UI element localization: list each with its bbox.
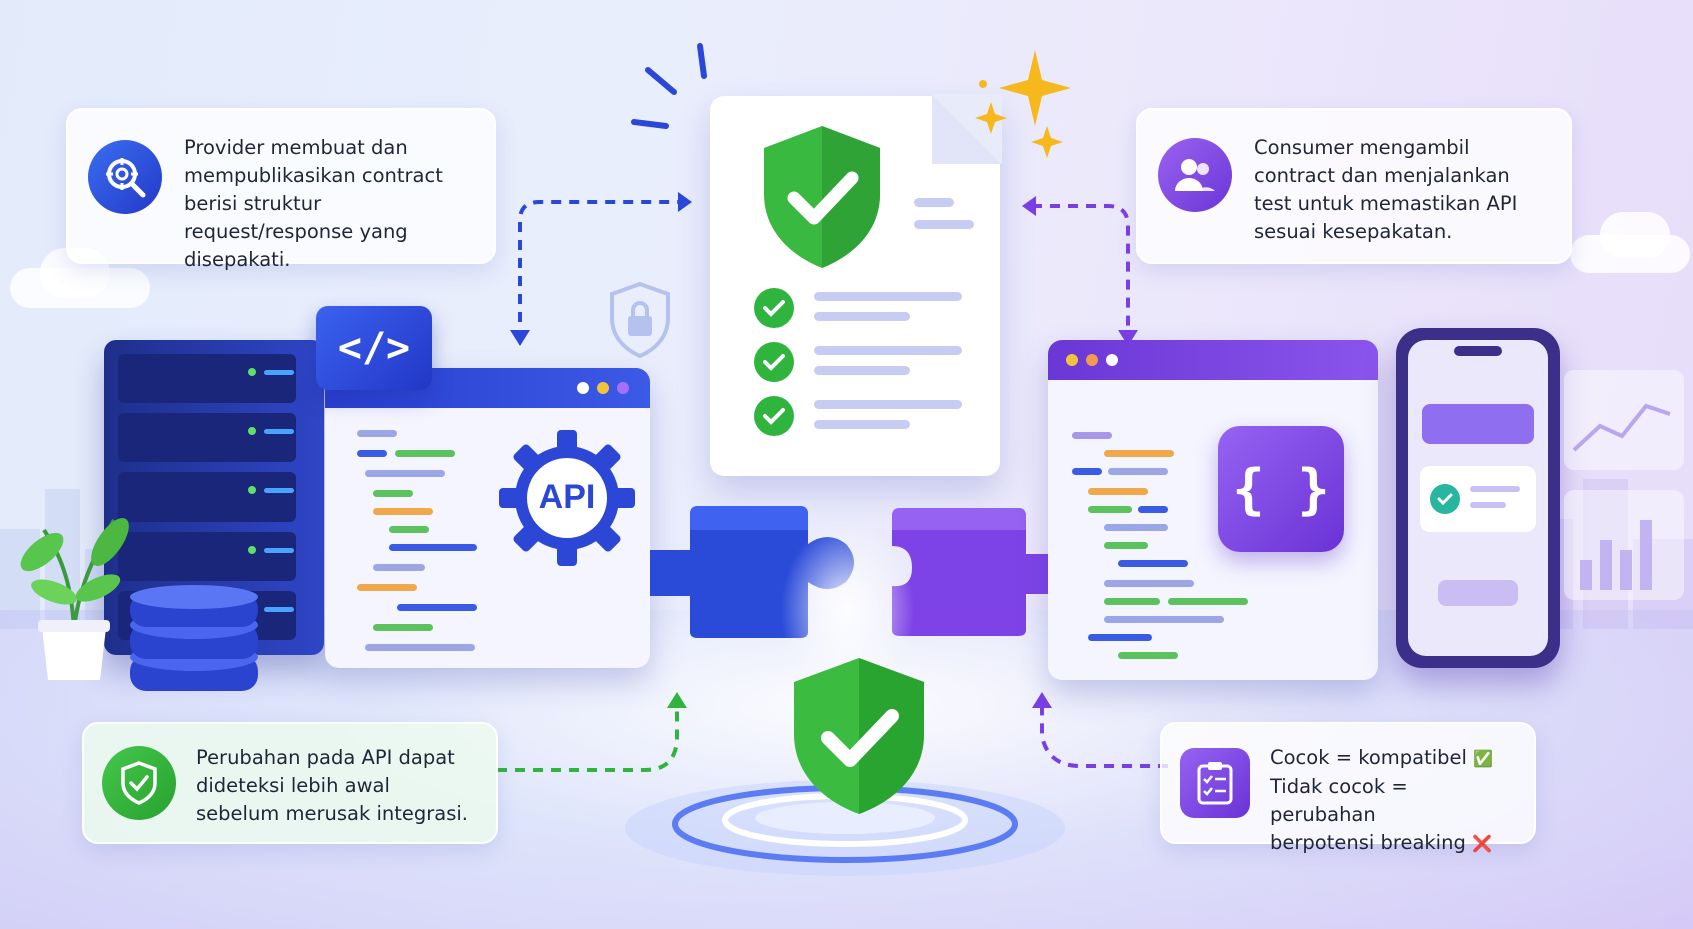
result-incompatible: Tidak cocok = perubahan [1270, 775, 1408, 826]
doc-line [814, 420, 910, 429]
code-line [373, 508, 433, 515]
users-icon [1158, 138, 1232, 212]
code-line [1108, 468, 1168, 475]
code-line [1088, 488, 1148, 495]
code-line [1072, 468, 1102, 475]
code-line [395, 450, 455, 457]
check-icon [754, 396, 794, 436]
phone-screen [1408, 340, 1548, 656]
page-fold-corner [932, 94, 1002, 164]
server-unit [118, 472, 296, 522]
code-line [1088, 506, 1132, 513]
database-icon [130, 585, 258, 691]
burst-lines-icon [631, 43, 707, 129]
code-line [1118, 560, 1188, 567]
api-gear: API [497, 428, 637, 568]
window-dot [1086, 354, 1098, 366]
match-emoji: ✅ [1473, 749, 1494, 768]
check-icon [1430, 484, 1460, 514]
code-line [1104, 598, 1160, 605]
server-unit [118, 531, 296, 581]
consumer-card: Consumer mengambil contract dan menjalan… [1136, 108, 1572, 264]
code-line [1104, 524, 1168, 531]
arrow-result [1032, 692, 1168, 768]
consumer-description: Consumer mengambil contract dan menjalan… [1254, 136, 1518, 243]
window-dot [1066, 354, 1078, 366]
code-line [1118, 652, 1178, 659]
mobile-phone [1396, 328, 1560, 668]
window-dot [1106, 354, 1118, 366]
code-line [389, 526, 429, 533]
phone-button [1438, 580, 1518, 606]
doc-line [814, 366, 910, 375]
code-line [365, 470, 445, 477]
code-line [397, 604, 477, 611]
code-line [357, 584, 417, 591]
early-detection-description: Perubahan pada API dapat dideteksi lebih… [196, 746, 469, 825]
result-text: Cocok = kompatibel ✅ Tidak cocok = perub… [1270, 744, 1516, 858]
server-unit [118, 354, 296, 404]
code-line [1168, 598, 1248, 605]
phone-banner [1422, 404, 1534, 444]
braces-icon: { } [1218, 426, 1344, 552]
glowing-platform [625, 780, 1065, 876]
code-line [1088, 634, 1152, 641]
chart-widgets [1564, 370, 1684, 600]
arrow-provider-to-contract [510, 192, 692, 346]
doc-line [914, 220, 974, 229]
search-target-icon [88, 140, 162, 214]
cloud-right-puff [1600, 212, 1670, 258]
check-icon [754, 342, 794, 382]
consumer-code-window: { } [1048, 340, 1378, 680]
code-line [1072, 432, 1112, 439]
doc-line [814, 346, 962, 355]
doc-line [814, 312, 910, 321]
lock-shield-icon [610, 281, 670, 359]
code-line [1104, 616, 1224, 623]
window-dot [617, 382, 629, 394]
code-line [389, 544, 477, 551]
mismatch-emoji: ❌ [1472, 834, 1492, 853]
code-line [1104, 450, 1174, 457]
phone-card [1420, 466, 1536, 532]
provider-description: Provider membuat dan mempublikasikan con… [184, 136, 443, 271]
puzzle-piece-consumer [892, 508, 1086, 636]
code-line [1104, 580, 1194, 587]
provider-code-window: API [325, 368, 650, 668]
code-tag-icon: </> [316, 306, 432, 390]
code-line [1104, 542, 1148, 549]
window-titlebar [1048, 340, 1378, 380]
doc-line [814, 400, 962, 409]
api-label: API [538, 478, 596, 516]
result-card: Cocok = kompatibel ✅ Tidak cocok = perub… [1160, 722, 1536, 854]
checklist-icon [1180, 748, 1250, 818]
code-line [1138, 506, 1168, 513]
doc-line [814, 292, 962, 301]
window-dot [597, 382, 609, 394]
contract-document [710, 94, 1002, 476]
arrow-contract-to-consumer [1022, 196, 1138, 346]
window-dot [577, 382, 589, 394]
sparkle-icon [975, 50, 1071, 158]
early-detection-card: Perubahan pada API dapat dideteksi lebih… [82, 722, 498, 844]
code-line [357, 430, 397, 437]
code-line [373, 624, 433, 631]
check-icon [754, 288, 794, 328]
doc-line [914, 198, 954, 207]
provider-card: Provider membuat dan mempublikasikan con… [66, 108, 496, 271]
result-compatible: Cocok = kompatibel [1270, 746, 1467, 769]
code-line [373, 490, 413, 497]
plant-icon [20, 518, 129, 680]
shield-check-icon [794, 658, 924, 814]
shield-check-icon [102, 746, 176, 820]
code-line [365, 644, 475, 651]
code-line [357, 450, 387, 457]
shield-check-icon [764, 126, 880, 268]
arrow-detection [497, 692, 687, 772]
code-line [373, 564, 425, 571]
result-breaking: berpotensi breaking [1270, 831, 1466, 854]
server-unit [118, 413, 296, 463]
